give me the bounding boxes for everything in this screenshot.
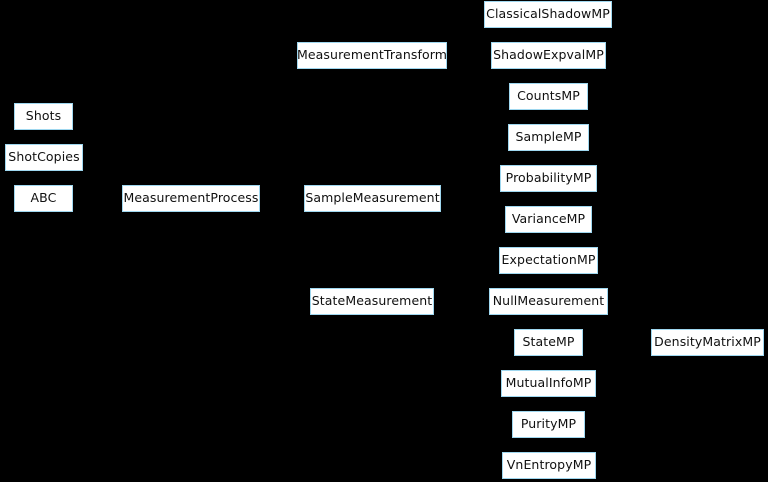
class-node-label: StateMP (522, 334, 575, 350)
class-node-classicalshadowmp[interactable]: ClassicalShadowMP (484, 1, 612, 28)
class-node-measurementprocess[interactable]: MeasurementProcess (122, 185, 260, 212)
class-node-label: ProbabilityMP (505, 170, 592, 186)
class-node-shadowexpvalmp[interactable]: ShadowExpvalMP (491, 42, 606, 69)
edge-samplemeasurement-to-probabilitymp (441, 178, 500, 199)
class-node-abc[interactable]: ABC (14, 185, 73, 212)
class-node-puritymp[interactable]: PurityMP (512, 411, 585, 438)
edge-samplemeasurement-to-expectationmp (441, 198, 499, 261)
class-node-label: SampleMeasurement (305, 190, 440, 206)
edge-statemeasurement-to-vnentropymp (434, 301, 502, 466)
class-node-samplemp[interactable]: SampleMP (508, 124, 589, 151)
class-node-label: ShotCopies (8, 149, 80, 165)
class-node-shots[interactable]: Shots (14, 103, 73, 130)
edge-statemeasurement-to-puritymp (434, 301, 512, 425)
class-node-label: PurityMP (520, 416, 577, 432)
class-node-samplemeasurement[interactable]: SampleMeasurement (304, 185, 441, 212)
edge-samplemeasurement-to-nullmeasurement (441, 198, 489, 302)
class-node-shotcopies[interactable]: ShotCopies (5, 144, 83, 171)
class-node-countsmp[interactable]: CountsMP (509, 83, 588, 110)
class-node-label: CountsMP (517, 88, 580, 104)
class-node-statemp[interactable]: StateMP (514, 329, 583, 356)
class-node-label: ExpectationMP (501, 252, 596, 268)
class-node-densitymatrixmp[interactable]: DensityMatrixMP (651, 329, 764, 356)
class-node-label: ShadowExpvalMP (493, 47, 604, 63)
edge-measurementprocess-to-statemeasurement (260, 198, 310, 302)
class-node-label: Shots (25, 108, 62, 124)
class-node-expectationmp[interactable]: ExpectationMP (499, 247, 598, 274)
class-node-label: MutualInfoMP (505, 375, 592, 391)
class-node-vnentropymp[interactable]: VnEntropyMP (502, 452, 596, 479)
class-node-label: MeasurementProcess (123, 190, 259, 206)
class-node-label: VnEntropyMP (506, 457, 592, 473)
class-node-label: DensityMatrixMP (654, 334, 761, 350)
class-node-probabilitymp[interactable]: ProbabilityMP (500, 165, 597, 192)
class-node-nullmeasurement[interactable]: NullMeasurement (489, 288, 608, 315)
class-node-label: NullMeasurement (492, 293, 605, 309)
class-node-label: SampleMP (515, 129, 582, 145)
class-node-label: VarianceMP (511, 211, 586, 227)
edge-shotcopies-to-measurementprocess (83, 157, 122, 199)
edge-samplemeasurement-to-samplemp (441, 137, 508, 199)
class-node-label: StateMeasurement (311, 293, 433, 309)
class-node-variancemp[interactable]: VarianceMP (505, 206, 592, 233)
class-node-statemeasurement[interactable]: StateMeasurement (310, 288, 434, 315)
edge-measurementprocess-to-measurementtransform (260, 55, 297, 199)
edge-samplemeasurement-to-variancemp (441, 198, 505, 220)
class-node-label: ABC (30, 190, 57, 206)
class-node-measurementtransform[interactable]: MeasurementTransform (297, 42, 447, 69)
class-node-label: MeasurementTransform (297, 47, 447, 63)
class-node-label: ClassicalShadowMP (486, 6, 610, 22)
class-node-mutualinfomp[interactable]: MutualInfoMP (501, 370, 596, 397)
